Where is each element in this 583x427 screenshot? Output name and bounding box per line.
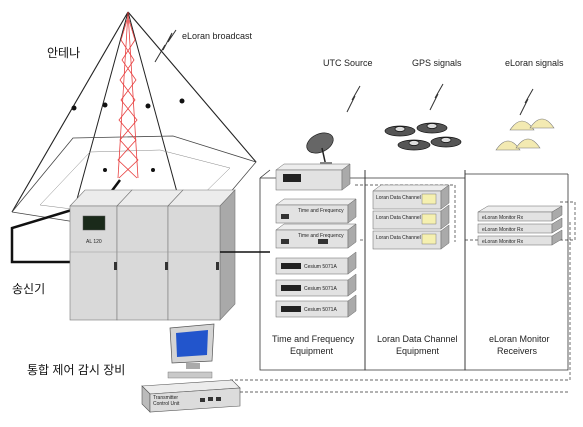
rack-unit-top: [275, 163, 351, 191]
antenna-mast: [117, 11, 139, 179]
svg-text:Cesium 5071A: Cesium 5071A: [304, 264, 337, 270]
rack-unit: Time and Frequency: [275, 223, 357, 249]
svg-text:eLoran Monitor Rx: eLoran Monitor Rx: [482, 227, 524, 233]
svg-text:eLoran Monitor Rx: eLoran Monitor Rx: [482, 215, 524, 221]
rack-unit: Loran Data Channel: [372, 224, 450, 250]
cabinet-handle: [165, 262, 168, 270]
time-frequency-rack: Time and Frequency Time and Frequency Ce…: [275, 163, 357, 318]
cesium-clock: Cesium 5071A: [275, 251, 357, 275]
loran-data-channel-rack: Loran Data Channel Loran Data Channel Lo…: [372, 184, 450, 250]
keyboard: [167, 371, 213, 379]
insulator: [179, 98, 185, 104]
svg-text:eLoran Monitor Rx: eLoran Monitor Rx: [482, 239, 524, 245]
transmitter-label: 송신기: [12, 282, 45, 296]
antenna-guy-wire: [72, 11, 129, 215]
control-label: 통합 제어 감시 장비: [27, 363, 125, 377]
monitor-screen: [176, 330, 208, 357]
svg-text:Loran Data Channel: Loran Data Channel: [376, 215, 421, 221]
tfe-label-line2: Equipment: [290, 346, 334, 356]
equipment-enclosures: [259, 169, 569, 371]
control-unit-text: Control Unit: [153, 401, 180, 407]
antenna-guy-wire: [127, 11, 257, 163]
gps-signals-label: GPS signals: [412, 58, 462, 68]
ldc-label-line1: Loran Data Channel: [377, 334, 458, 344]
svg-text:Cesium 5071A: Cesium 5071A: [304, 307, 337, 313]
control-unit-text: Transmitter: [153, 395, 178, 401]
svg-text:Loran Data Channel: Loran Data Channel: [376, 195, 421, 201]
satellite-dish-icon: [306, 132, 334, 168]
utc-signal-bolt-icon: [346, 85, 361, 113]
gps-antenna-icon: [384, 122, 462, 151]
cesium-clock: Cesium 5071A: [275, 273, 357, 297]
control-workstation: Transmitter Control Unit: [141, 323, 241, 413]
svg-text:Time and Frequency: Time and Frequency: [298, 233, 344, 239]
rack-unit: eLoran Monitor Rx: [477, 217, 563, 234]
rack-unit: Loran Data Channel: [372, 204, 450, 230]
rack-unit: eLoran Monitor Rx: [477, 205, 563, 222]
cabinet-front: [116, 205, 169, 321]
eloran-broadcast-label: eLoran broadcast: [182, 31, 253, 41]
tfe-label-line1: Time and Frequency: [272, 334, 355, 344]
eloran-signals-label: eLoran signals: [505, 58, 564, 68]
monitor-receiver-rack: eLoran Monitor Rx eLoran Monitor Rx eLor…: [477, 205, 563, 246]
transmitter: AL 120: [69, 189, 236, 321]
eloran-antenna-icon: [495, 118, 555, 151]
cabinet-model-label: AL 120: [86, 239, 102, 245]
rack-unit: Loran Data Channel: [372, 184, 450, 210]
svg-text:Loran Data Channel: Loran Data Channel: [376, 235, 421, 241]
svg-text:Time and Frequency: Time and Frequency: [298, 208, 344, 214]
control-unit-face: [149, 387, 241, 413]
antenna-guy-wire: [11, 11, 129, 213]
ldc-label-line2: Equipment: [396, 346, 440, 356]
utc-source-label: UTC Source: [323, 58, 373, 68]
insulator: [103, 168, 107, 172]
rack-unit: eLoran Monitor Rx: [477, 229, 563, 246]
insulator: [71, 105, 77, 111]
emr-label-line1: eLoran Monitor: [489, 334, 550, 344]
emr-label-line2: Receivers: [497, 346, 538, 356]
insulator: [145, 103, 151, 109]
cesium-clock: Cesium 5071A: [275, 294, 357, 318]
cabinet-handle: [114, 262, 117, 270]
cabinet-display: [82, 215, 106, 231]
cabinet-side: [219, 189, 236, 321]
insulator: [151, 168, 155, 172]
rack-unit: Time and Frequency: [275, 198, 357, 224]
broadcast-bolt-icon: [154, 29, 177, 63]
gps-signal-bolt-icon: [429, 83, 444, 111]
antenna-label: 안테나: [47, 46, 80, 60]
svg-text:Cesium 5071A: Cesium 5071A: [304, 286, 337, 292]
insulator: [102, 102, 108, 108]
eloran-signal-bolt-icon: [519, 88, 534, 116]
cabinet-handle: [216, 262, 219, 270]
cabinet-front: [167, 205, 221, 321]
monitor-stand: [186, 363, 200, 369]
